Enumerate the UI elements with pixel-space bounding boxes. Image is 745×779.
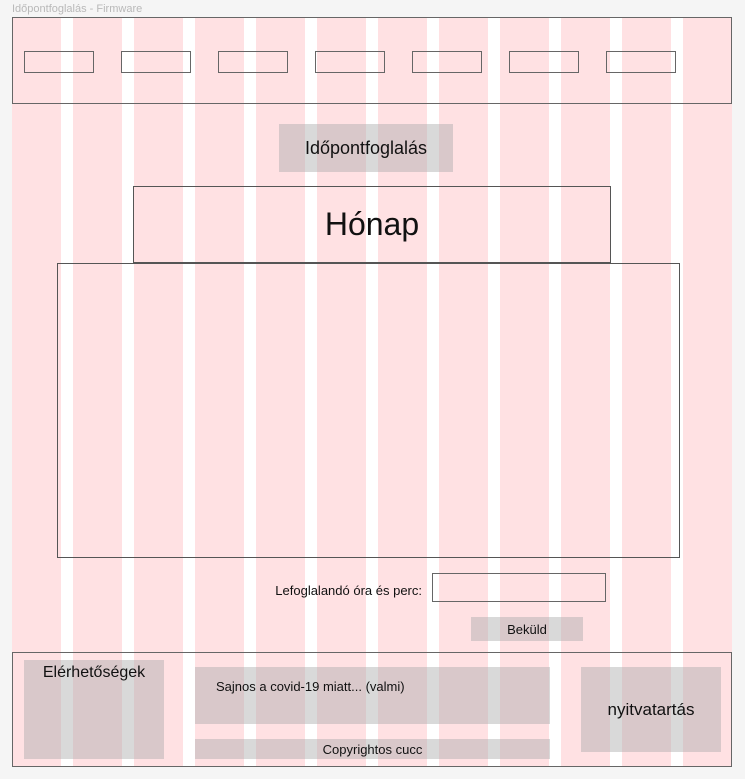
calendar-area[interactable]	[57, 263, 680, 558]
frame-title: Időpontfoglalás - Firmware	[12, 3, 143, 15]
covid-notice: Sajnos a covid-19 miatt... (valmi)	[195, 667, 550, 724]
nav-item-5[interactable]	[412, 51, 482, 73]
page-title: Időpontfoglalás	[279, 124, 453, 172]
nav-item-2[interactable]	[121, 51, 191, 73]
month-title: Hónap	[133, 186, 611, 263]
nav-item-4[interactable]	[315, 51, 385, 73]
navbar	[12, 17, 732, 104]
contacts-title: Elérhetőségek	[24, 660, 164, 759]
submit-button[interactable]: Beküld	[471, 617, 583, 641]
footer: Elérhetőségek Sajnos a covid-19 miatt...…	[12, 652, 732, 767]
time-label: Lefoglalandó óra és perc:	[275, 583, 422, 598]
nav-item-1[interactable]	[24, 51, 94, 73]
grid-column	[12, 17, 61, 767]
page-frame: Időpontfoglalás Hónap Lefoglalandó óra é…	[12, 17, 732, 767]
grid-column	[683, 17, 732, 767]
grid-column	[561, 17, 610, 767]
grid-column	[73, 17, 122, 767]
grid-column	[134, 17, 183, 767]
nav-item-7[interactable]	[606, 51, 676, 73]
time-input[interactable]	[432, 573, 606, 602]
opening-hours: nyitvatartás	[581, 667, 721, 752]
grid-column	[500, 17, 549, 767]
grid-column	[622, 17, 671, 767]
nav-item-6[interactable]	[509, 51, 579, 73]
grid-column	[378, 17, 427, 767]
grid-column	[439, 17, 488, 767]
grid-column	[256, 17, 305, 767]
grid-column	[195, 17, 244, 767]
copyright-text: Copyrightos cucc	[195, 739, 550, 759]
grid-column	[317, 17, 366, 767]
nav-item-3[interactable]	[218, 51, 288, 73]
